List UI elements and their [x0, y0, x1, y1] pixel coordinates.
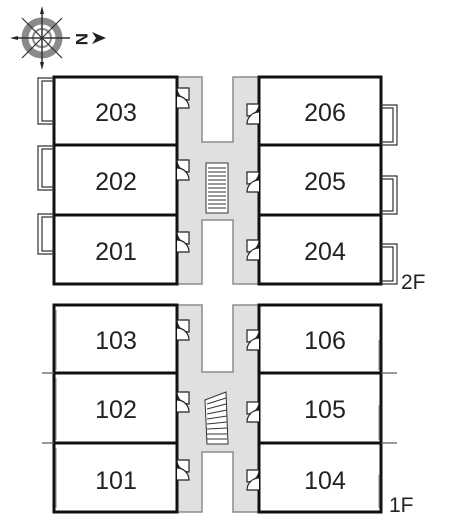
room-label: 103 — [95, 327, 137, 355]
doors-1f-east — [246, 329, 260, 491]
north-arrow-icon — [92, 32, 106, 44]
room-label: 201 — [95, 238, 137, 266]
floor-label-1f: 1F — [389, 494, 414, 517]
floor-label-2f: 2F — [401, 271, 426, 294]
staircase-1f — [204, 391, 229, 445]
compass-icon: N — [10, 6, 106, 70]
room-label: 205 — [304, 168, 346, 196]
room-104 — [257, 441, 383, 514]
room-label: 102 — [95, 396, 137, 424]
north-letter: N — [72, 33, 91, 45]
room-202 — [52, 143, 179, 217]
room-label: 104 — [304, 467, 346, 495]
walls-1f-ticks — [42, 310, 397, 508]
room-label: 203 — [95, 99, 137, 127]
room-label: 202 — [95, 168, 137, 196]
room-102 — [52, 371, 179, 445]
doors-2f-west — [176, 87, 190, 253]
room-label: 206 — [304, 99, 346, 127]
floor-1f: 103 102 101 106 105 104 1F — [42, 303, 414, 517]
balconies-2f-east — [381, 104, 398, 285]
room-label: 105 — [304, 396, 346, 424]
doors-2f-east — [246, 103, 260, 261]
room-206 — [257, 75, 383, 147]
doors-1f-west — [176, 319, 190, 481]
floor-2f: 203 202 201 206 205 204 2F — [37, 75, 426, 294]
room-label: 101 — [95, 467, 137, 495]
room-106 — [257, 303, 383, 375]
room-204 — [257, 213, 383, 286]
staircase-2f — [205, 162, 229, 214]
room-label: 106 — [304, 327, 346, 355]
balconies-2f-west — [37, 77, 54, 255]
room-label: 204 — [304, 238, 346, 266]
room-201 — [52, 213, 179, 286]
room-203 — [52, 75, 179, 147]
